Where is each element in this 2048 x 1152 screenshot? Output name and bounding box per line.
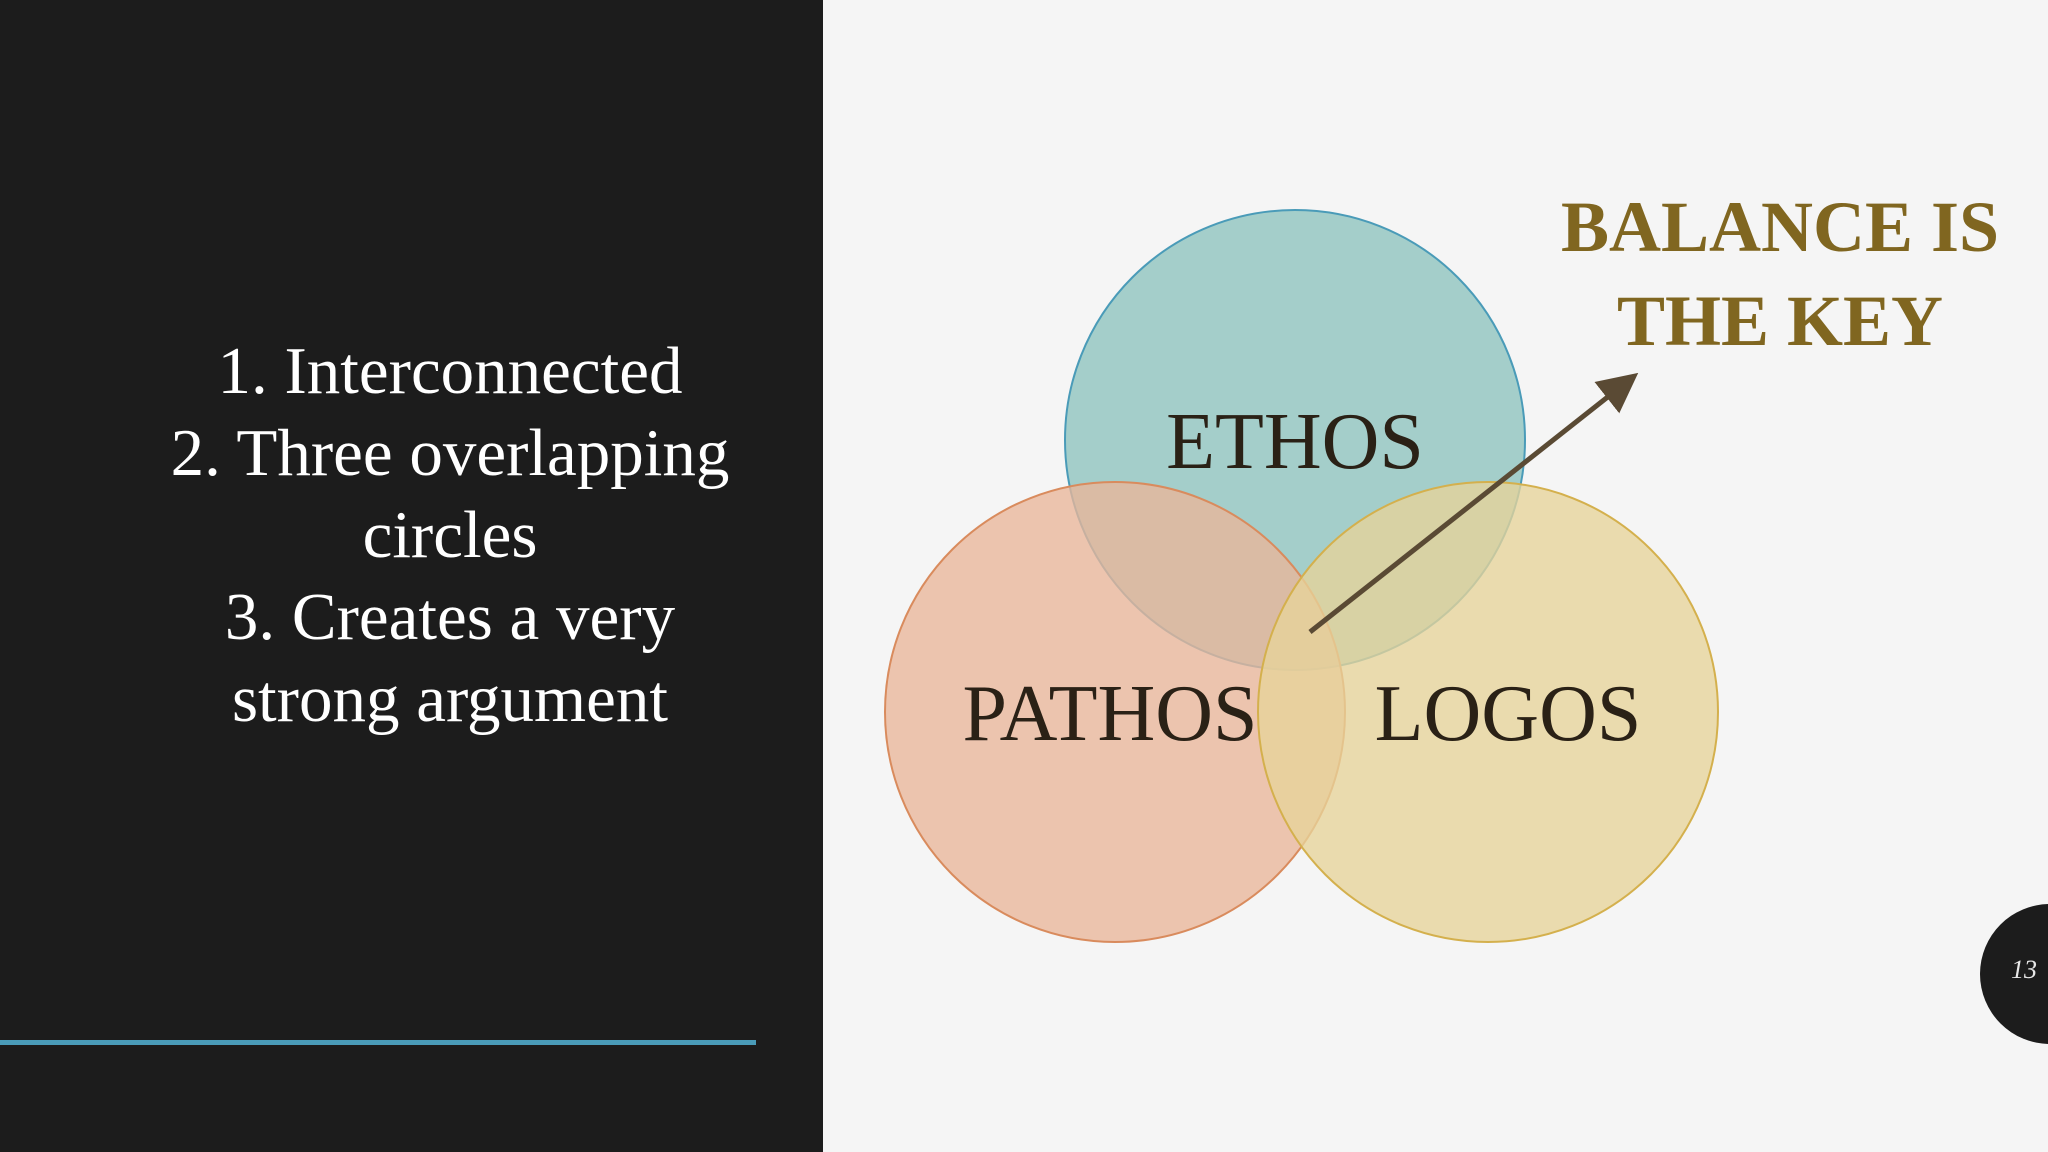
points-list: 1. Interconnected 2. Three overlapping c… [90, 330, 810, 740]
balance-arrow [1308, 372, 1639, 634]
point-strong-argument: 3. Creates a very strong argument [224, 580, 676, 736]
point-interconnected: 1. Interconnected [217, 334, 683, 408]
accent-line [0, 1040, 756, 1045]
page-number: 13 [2011, 955, 2037, 984]
logos-label: LOGOS [1375, 670, 1642, 758]
point-overlapping-circles: 2. Three overlapping circles [170, 416, 730, 572]
left-panel: 1. Interconnected 2. Three overlapping c… [0, 0, 823, 1152]
logos-circle [1257, 481, 1719, 943]
venn-diagram: ETHOS PATHOS LOGOS [823, 0, 2048, 1152]
venn-svg: ETHOS PATHOS LOGOS [884, 209, 1719, 943]
ethos-label: ETHOS [1166, 398, 1424, 486]
pathos-label: PATHOS [963, 670, 1258, 758]
balance-callout: BALANCE IS THE KEY [1560, 187, 2000, 361]
